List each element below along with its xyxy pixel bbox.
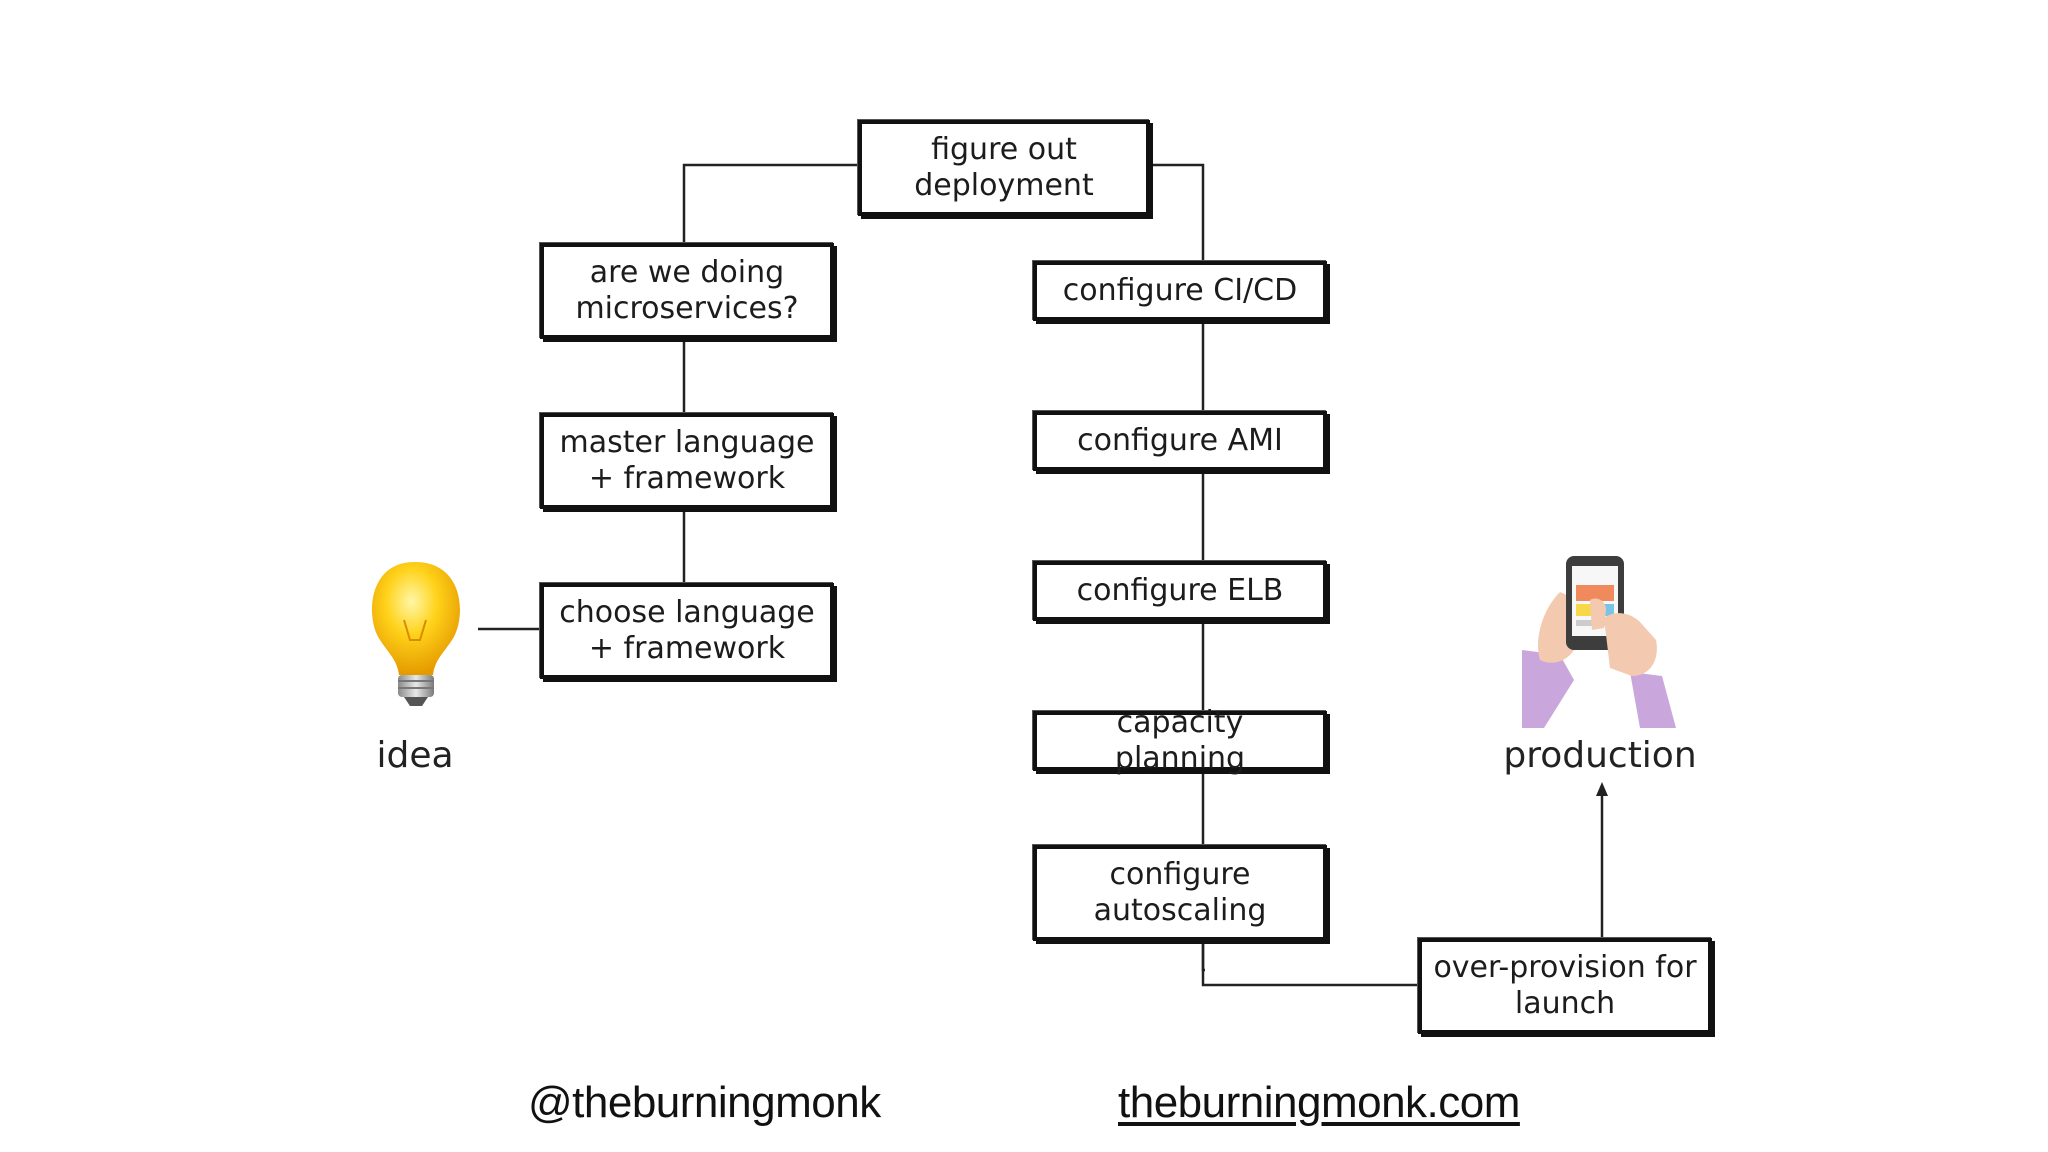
box-capacity-planning: capacity planning [1033, 705, 1327, 776]
box-label: figure out deployment [914, 132, 1094, 203]
idea-label: idea [376, 735, 454, 776]
arrow-head [1596, 782, 1608, 796]
box-label: are we doing microservices? [575, 255, 799, 326]
box-label: configure AMI [1077, 423, 1283, 458]
box-configure-ami: configure AMI [1033, 411, 1327, 471]
box-label: configure ELB [1076, 573, 1284, 608]
website-link[interactable]: theburningmonk.com [1118, 1078, 1520, 1127]
box-configure-autoscaling: configure autoscaling [1033, 845, 1327, 941]
box-configure-elb: configure ELB [1033, 561, 1327, 621]
box-label: over-provision for launch [1433, 950, 1697, 1021]
lightbulb-icon [371, 562, 460, 706]
box-label: configure CI/CD [1062, 273, 1298, 308]
box-figure-out-deployment: figure out deployment [858, 120, 1150, 216]
box-are-we-doing-microservices: are we doing microservices? [540, 243, 834, 339]
production-label: production [1503, 735, 1697, 776]
box-choose-language-framework: choose language + framework [540, 583, 834, 679]
box-label: choose language + framework [559, 595, 815, 666]
twitter-handle: @theburningmonk [528, 1078, 881, 1127]
box-label: configure autoscaling [1093, 857, 1267, 928]
smartphone-in-hands-icon [1522, 556, 1676, 728]
box-over-provision-for-launch: over-provision for launch [1418, 938, 1712, 1034]
box-configure-cicd: configure CI/CD [1033, 261, 1327, 321]
box-label: master language + framework [559, 425, 815, 496]
box-master-language-framework: master language + framework [540, 413, 834, 509]
box-label: capacity planning [1114, 705, 1246, 776]
